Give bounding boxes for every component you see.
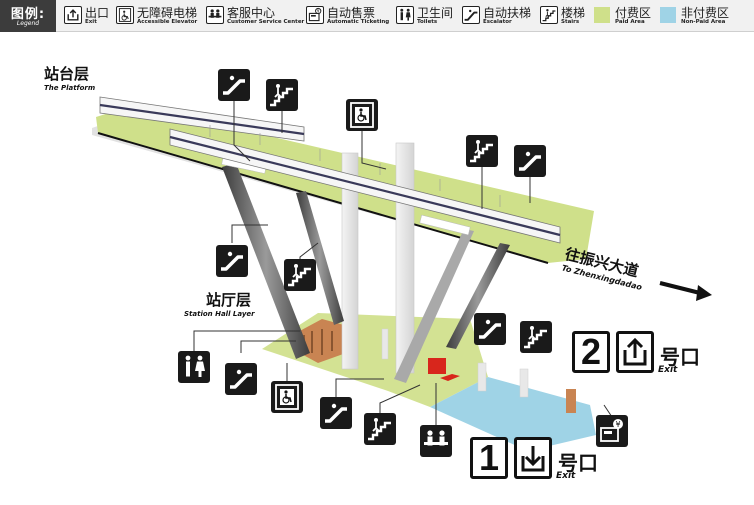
toilets-icon xyxy=(396,6,414,24)
legend-label-zh: 非付费区 xyxy=(681,6,730,20)
hall-pillar xyxy=(519,368,529,398)
hall-customer-service-sign xyxy=(420,425,452,457)
escalator-icon xyxy=(462,6,480,24)
platform-label: 站台层 The Platform xyxy=(44,63,95,92)
train xyxy=(99,96,561,244)
hall-escalator-sign-2 xyxy=(320,397,352,429)
stairs-icon xyxy=(368,418,391,441)
legend-label-en: Accessible Elevator xyxy=(137,19,198,25)
stairs-icon xyxy=(540,6,558,24)
faregate-machine xyxy=(428,358,446,374)
legend-label-en: Non-Paid Area xyxy=(681,19,726,25)
platform-escalator-sign xyxy=(218,69,250,101)
platform-stairs-sign xyxy=(266,79,298,111)
legend-label-en: Customer Service Center xyxy=(227,19,305,25)
hall-stairs-sign-2 xyxy=(520,321,552,353)
toilets-icon xyxy=(185,355,205,377)
hall-ticket-machine-sign: ¥ xyxy=(596,415,628,447)
exit-1-number: 1 xyxy=(470,437,508,479)
legend-label-zh: 无障碍电梯 xyxy=(137,6,198,20)
ticket-machine-icon: ¥ xyxy=(306,6,324,24)
platform-label-zh: 站台层 xyxy=(44,65,90,83)
legend-label-zh: 自动扶梯 xyxy=(483,6,532,20)
hall-pillar xyxy=(566,389,576,413)
exit-2-label-zh: 号口 xyxy=(660,345,700,369)
escalator-right xyxy=(446,243,510,349)
legend-label-en: Automatic Ticketing xyxy=(327,19,390,25)
mid-escalator-sign xyxy=(216,245,248,277)
stairs-icon xyxy=(470,140,493,163)
escalator-icon xyxy=(221,251,243,271)
hall-label-en: Station Hall Layer xyxy=(184,310,255,318)
svg-text:¥: ¥ xyxy=(317,9,320,14)
support-column xyxy=(341,152,359,370)
direction-arrow xyxy=(659,281,701,295)
escalator-center xyxy=(394,229,474,383)
hall-stairs-sign xyxy=(364,413,396,445)
escalator-icon xyxy=(230,369,252,389)
legend-title-en: Legend xyxy=(16,20,40,27)
hall-toilets-sign xyxy=(178,351,210,383)
exit-1-label-zh: 号口 xyxy=(558,451,598,475)
legend-bar: 图例: Legend 出口 Exit 无障碍电梯 Accessible Elev… xyxy=(0,0,754,32)
exit-2-label-en: Exit xyxy=(658,365,678,375)
escalator-icon xyxy=(223,75,245,95)
exit-down-icon xyxy=(514,437,552,479)
exit-1-label-en: Exit xyxy=(556,471,576,481)
escalator-icon xyxy=(479,319,501,339)
mid-stairs-sign xyxy=(284,259,316,291)
legend-label-zh: 卫生间 xyxy=(417,6,454,20)
escalator-left-2 xyxy=(296,191,344,325)
exit-2-number: 2 xyxy=(572,331,610,373)
platform-elevator-sign xyxy=(346,99,378,131)
hall-pillar xyxy=(381,328,389,360)
legend-label-zh: 楼梯 xyxy=(561,6,586,20)
stairs-icon xyxy=(270,84,293,107)
escalator-icon xyxy=(519,151,541,171)
accessible-elevator-icon xyxy=(275,384,299,410)
escalator-icon xyxy=(325,403,347,423)
support-column xyxy=(395,142,415,374)
legend-label-zh: 付费区 xyxy=(615,6,652,20)
customer-service-icon xyxy=(206,6,224,24)
escalator-left-1 xyxy=(222,163,310,359)
hall-nonpaid-area xyxy=(430,377,596,451)
customer-service-icon xyxy=(424,430,448,446)
hall-label: 站厅层 Station Hall Layer xyxy=(184,289,255,318)
nonpaid-area-swatch xyxy=(660,7,676,23)
legend-label-zh: 出口 xyxy=(85,6,110,20)
exit-up-icon xyxy=(616,331,654,373)
accessible-elevator-icon xyxy=(116,6,134,24)
legend-label-zh: 客服中心 xyxy=(227,6,276,20)
accessible-elevator-icon xyxy=(350,102,374,128)
station-diagram: 站台层 The Platform 站厅层 Station Hall Layer … xyxy=(0,33,754,505)
legend-label-en: Exit xyxy=(85,19,97,25)
ticket-machine-icon: ¥ xyxy=(600,419,623,442)
platform-label-en: The Platform xyxy=(44,84,96,92)
stairs-icon xyxy=(524,326,547,349)
legend-label-en: Toilets xyxy=(417,19,438,25)
hall-pillar xyxy=(477,362,487,392)
stairs-icon xyxy=(288,264,311,287)
hall-escalator-sign xyxy=(225,363,257,395)
legend-label-en: Stairs xyxy=(561,19,580,25)
hall-elevator-sign xyxy=(271,381,303,413)
legend-label-en: Escalator xyxy=(483,19,512,25)
legend-label-zh: 自动售票 xyxy=(327,6,376,20)
platform-stairs-sign-2 xyxy=(466,135,498,167)
legend-title: 图例: Legend xyxy=(0,0,56,32)
legend-label-en: Paid Area xyxy=(615,19,645,25)
station-structure xyxy=(92,96,712,451)
hall-label-zh: 站厅层 xyxy=(206,291,252,309)
faregate-row xyxy=(440,374,460,381)
legend-title-zh: 图例: xyxy=(10,7,46,22)
svg-text:¥: ¥ xyxy=(615,420,620,429)
platform-escalator-sign-2 xyxy=(514,145,546,177)
hall-escalator-sign-3 xyxy=(474,313,506,345)
paid-area-swatch xyxy=(594,7,610,23)
exit-icon xyxy=(64,6,82,24)
